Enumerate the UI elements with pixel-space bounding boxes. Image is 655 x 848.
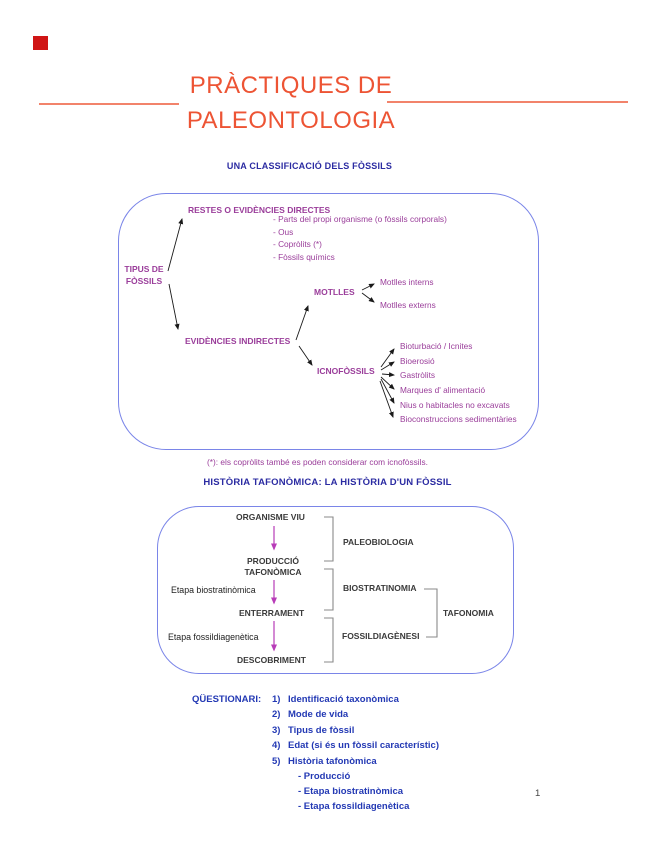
node-tipus-line2: FÒSSILS bbox=[125, 276, 163, 286]
questionnaire-item: 3) Tipus de fòssil bbox=[272, 725, 355, 737]
direct-item: - Parts del propi organisme (o fòssils c… bbox=[273, 214, 447, 224]
page-title-line1: PRÀCTIQUES DE bbox=[189, 72, 393, 99]
item-text: Edat (si és un fòssil característic) bbox=[288, 740, 440, 751]
icno-item: Marques d' alimentació bbox=[400, 385, 486, 395]
red-corner-marker bbox=[33, 36, 48, 50]
taphonomy-diagram-box bbox=[157, 506, 514, 674]
icno-item: Gastròlits bbox=[400, 370, 436, 380]
section2-heading: HISTÒRIA TAFONÒMICA: LA HISTÒRIA D'UN FÒ… bbox=[203, 477, 452, 488]
questionnaire-subitem: - Producció bbox=[298, 771, 351, 782]
stage-descobriment: DESCOBRIMENT bbox=[237, 655, 306, 665]
stage-produccio-line2: TAFONÒMICA bbox=[244, 567, 302, 577]
item-number: 4) bbox=[272, 740, 281, 751]
item-text: Història tafonòmica bbox=[288, 756, 377, 767]
phase-fossildiagenetica-label: Etapa fossildiagenètica bbox=[168, 632, 259, 642]
node-motlles: MOTLLES bbox=[314, 287, 355, 297]
stage-produccio-tafonomica: PRODUCCIÓ TAFONÒMICA bbox=[235, 556, 311, 578]
stage-enterrament: ENTERRAMENT bbox=[239, 608, 305, 618]
footnote: (*): els copròlits també es poden consid… bbox=[207, 457, 428, 467]
icno-item: Bioconstruccions sedimentàries bbox=[400, 414, 517, 424]
motlles-item: Motlles externs bbox=[380, 300, 436, 310]
item-number: 1) bbox=[272, 694, 281, 705]
label-paleobiologia: PALEOBIOLOGIA bbox=[343, 537, 414, 547]
label-fossildiagenesi: FOSSILDIAGÈNESI bbox=[342, 631, 420, 641]
icno-item: Nius o habitacles no excavats bbox=[400, 400, 510, 410]
stage-produccio-line1: PRODUCCIÓ bbox=[247, 556, 299, 566]
icno-item: Bioerosió bbox=[400, 356, 435, 366]
node-restes-directes: RESTES O EVIDÈNCIES DIRECTES bbox=[188, 205, 331, 215]
title-rule-right bbox=[387, 101, 628, 103]
questionnaire-subitem: - Etapa biostratinòmica bbox=[298, 786, 404, 797]
motlles-item: Motlles interns bbox=[380, 277, 434, 287]
questionnaire-item: 2) Mode de vida bbox=[272, 709, 349, 721]
item-text: Mode de vida bbox=[288, 709, 349, 720]
item-number: 3) bbox=[272, 725, 281, 736]
questionnaire-label: QÜESTIONARI: bbox=[192, 694, 262, 705]
item-text: Identificació taxonòmica bbox=[288, 694, 399, 705]
label-tafonomia: TAFONOMIA bbox=[443, 608, 494, 618]
node-icnofossils: ICNOFÒSSILS bbox=[317, 366, 375, 376]
page-title-line2: PALEONTOLOGIA bbox=[186, 107, 396, 134]
item-number: 5) bbox=[272, 756, 281, 767]
questionnaire-item: 4) Edat (si és un fòssil característic) bbox=[272, 740, 440, 752]
item-number: 2) bbox=[272, 709, 281, 720]
node-tipus-line1: TIPUS DE bbox=[124, 264, 164, 274]
phase-biostratinomica-label: Etapa biostratinòmica bbox=[171, 585, 256, 595]
title-rule-left bbox=[39, 103, 179, 105]
section1-heading: UNA CLASSIFICACIÓ DELS FÒSSILS bbox=[226, 161, 393, 171]
classification-diagram-box bbox=[118, 193, 539, 450]
direct-item: - Ous bbox=[273, 227, 294, 237]
page-title: PRÀCTIQUES DE PALEONTOLOGIA bbox=[136, 68, 446, 138]
label-biostratinomia: BIOSTRATINOMIA bbox=[343, 583, 417, 593]
questionnaire-subitem: - Etapa fossildiagenètica bbox=[298, 801, 410, 812]
questionnaire-item: 1) Identificació taxonòmica bbox=[272, 694, 399, 706]
direct-item: - Copròlits (*) bbox=[273, 239, 322, 249]
direct-item: - Fòssils químics bbox=[273, 252, 335, 262]
node-tipus-de-fossils: TIPUS DE FÒSSILS bbox=[119, 263, 169, 287]
questionnaire-item: 5) Història tafonòmica bbox=[272, 756, 377, 768]
icno-item: Bioturbació / Icnites bbox=[400, 341, 473, 351]
item-text: Tipus de fòssil bbox=[288, 725, 355, 736]
node-evidencies-indirectes: EVIDÈNCIES INDIRECTES bbox=[185, 336, 291, 346]
page-number: 1 bbox=[535, 788, 541, 799]
stage-organisme-viu: ORGANISME VIU bbox=[236, 512, 305, 522]
